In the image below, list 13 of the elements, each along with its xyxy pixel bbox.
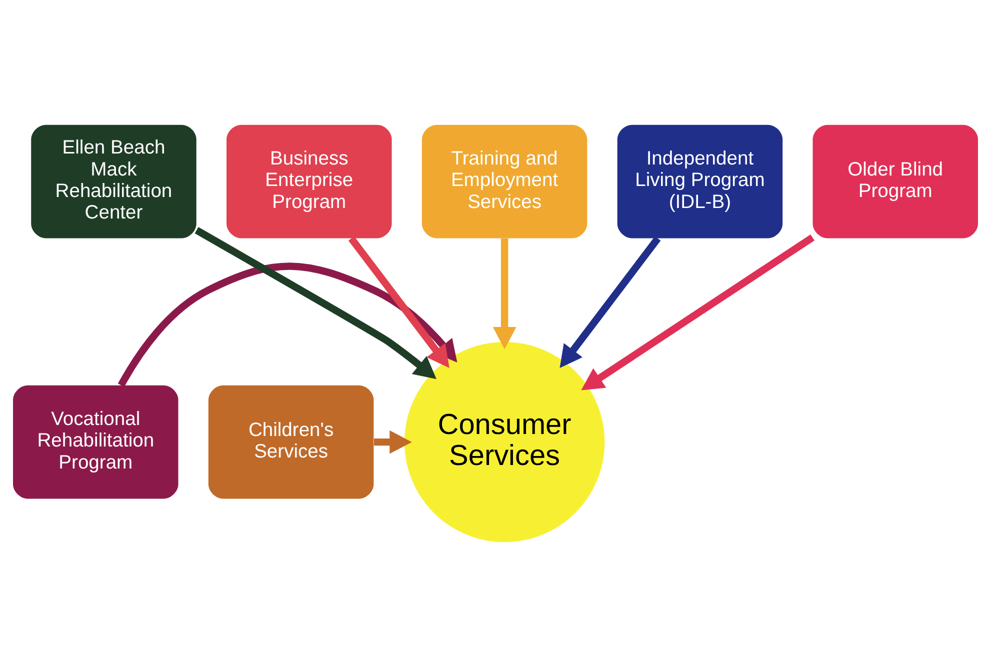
node-box: Vocational Rehabilitation Program (13, 384, 178, 498)
node-box: Business Enterprise Program (226, 124, 392, 238)
arrow (194, 226, 436, 379)
node-box: Children's Services (208, 384, 374, 498)
arrow (374, 430, 412, 454)
arrow (581, 234, 814, 390)
node-box: Independent Living Program (IDL-B) (617, 124, 783, 238)
arrow (560, 236, 661, 368)
node-box: Training and Employment Services (422, 124, 588, 238)
node-box: Ellen Beach Mack Rehabilitation Center (31, 124, 196, 238)
arrow (348, 236, 450, 368)
node-box: Older Blind Program (812, 124, 978, 238)
arrow (492, 238, 516, 349)
